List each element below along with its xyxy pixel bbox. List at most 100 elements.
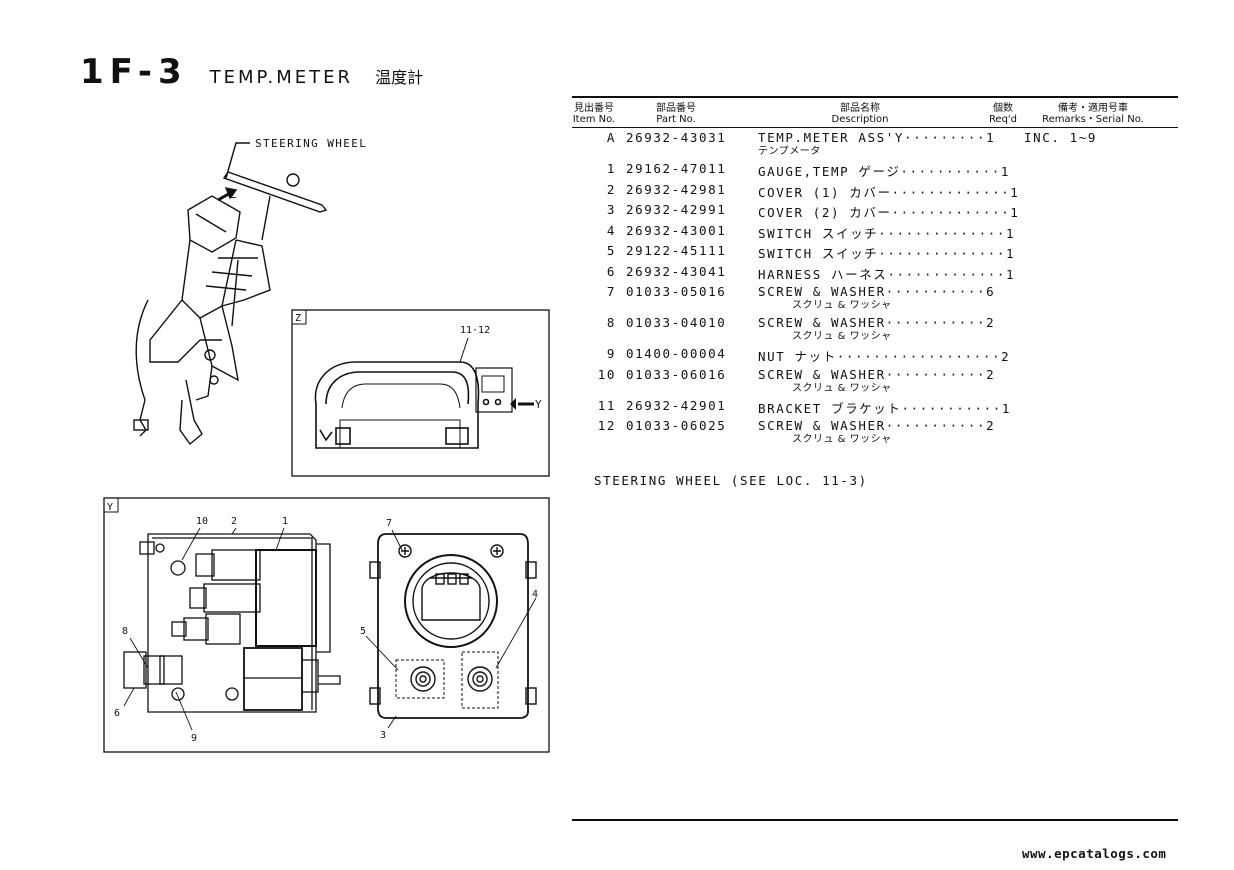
- table-row: 2 26932-42981 COVER (1) カバー·············…: [572, 182, 1178, 203]
- row-desc-en: COVER (1) カバー·············1: [758, 184, 1020, 200]
- connector-plug: [133, 419, 149, 431]
- row-part-no: 01033-04010: [626, 315, 727, 330]
- callout-8: 8: [122, 626, 128, 637]
- table-row: 3 26932-42991 COVER (2) カバー·············…: [572, 202, 1178, 223]
- bracket-drawing: [314, 337, 513, 449]
- front-view-drawing: [369, 533, 537, 719]
- row-item-no: 1: [606, 161, 616, 176]
- row-item-no: 2: [606, 181, 616, 197]
- row-desc-en: SCREW & WASHER···········2: [758, 315, 996, 330]
- row-part-no: 26932-42901: [626, 397, 727, 413]
- steering-wheel-note: STEERING WHEEL (SEE LOC. 11-3): [594, 473, 868, 488]
- table-row: 12 01033-06025 SCREW & WASHER···········…: [572, 418, 1178, 449]
- row-description: GAUGE,TEMP ゲージ···········1: [758, 161, 1010, 180]
- row-part-no: 01033-05016: [626, 284, 727, 299]
- header-qty: 個数 Req'd: [983, 103, 1023, 125]
- row-desc-en: SCREW & WASHER···········2: [758, 366, 996, 382]
- header-part: 部品番号 Part No.: [636, 103, 716, 125]
- row-item-no: 10: [597, 366, 616, 382]
- table-row: 9 01400-00004 NUT ナット··················2: [572, 346, 1178, 367]
- row-description: HARNESS ハーネス·············1: [758, 264, 1015, 283]
- steering-column: [261, 195, 271, 241]
- callout-11-12: 11·12: [460, 325, 490, 336]
- callout-leaders: [123, 527, 537, 731]
- row-desc-ja: スクリュ & ワッシャ: [792, 331, 892, 342]
- view-z-panel: [291, 309, 550, 477]
- page-code: 1F-3: [80, 52, 188, 92]
- row-description: BRACKET ブラケット···········1: [758, 398, 1011, 417]
- row-item-no: 11: [597, 397, 616, 413]
- header-desc: 部品名称 Description: [810, 103, 910, 125]
- header-remarks: 備考・適用号車 Remarks・Serial No.: [1038, 103, 1148, 125]
- row-part-no: 26932-43041: [626, 263, 727, 279]
- header-remarks-ja: 備考・適用号車: [1058, 103, 1128, 114]
- row-description: SWITCH スイッチ··············1: [758, 223, 1015, 242]
- row-description: NUT ナット··················2: [758, 346, 1010, 365]
- table-row: 1 29162-47011 GAUGE,TEMP ゲージ···········1: [572, 161, 1178, 182]
- table-row: 6 26932-43041 HARNESS ハーネス·············1: [572, 264, 1178, 285]
- row-desc-en: TEMP.METER ASS'Y·········1: [758, 130, 996, 145]
- page-name-ja: 温度計: [375, 68, 424, 87]
- header-part-en: Part No.: [656, 114, 696, 125]
- row-desc-en: COVER (2) カバー·············1: [758, 205, 1020, 220]
- row-item-no: 12: [597, 418, 616, 433]
- page-name: TEMP.METER: [209, 67, 354, 88]
- row-description: SWITCH スイッチ··············1: [758, 243, 1015, 262]
- row-desc-en: BRACKET ブラケット···········1: [758, 400, 1012, 416]
- row-desc-en: SCREW & WASHER···········6: [758, 284, 996, 299]
- row-desc-en: SWITCH スイッチ··············1: [758, 225, 1016, 241]
- parts-table: A 26932-43031 TEMP.METER ASS'Y·········1…: [572, 130, 1178, 449]
- row-desc-ja: スクリュ & ワッシャ: [792, 382, 892, 394]
- row-part-no: 26932-43031: [626, 130, 727, 145]
- lower-bracket: [149, 299, 201, 363]
- row-part-no: 26932-43001: [626, 222, 727, 238]
- callout-5: 5: [360, 626, 366, 637]
- header-item-en: Item No.: [572, 114, 616, 125]
- callout-3: 3: [380, 730, 386, 741]
- callout-9: 9: [191, 733, 197, 744]
- row-part-no: 29162-47011: [626, 161, 727, 176]
- steering-wheel-rod: [222, 171, 328, 213]
- row-item-no: 3: [606, 202, 616, 217]
- header-remarks-en: Remarks・Serial No.: [1042, 114, 1144, 125]
- row-desc-ja: テンプメータ: [758, 146, 821, 157]
- arrow-y-label: Y: [535, 398, 542, 411]
- row-item-no: 7: [606, 284, 616, 299]
- header-desc-en: Description: [831, 114, 889, 125]
- row-item-no: 6: [606, 263, 616, 279]
- header-desc-ja: 部品名称: [840, 103, 880, 114]
- row-desc-en: GAUGE,TEMP ゲージ···········1: [758, 164, 1010, 179]
- website-footer: www.epcatalogs.com: [1022, 846, 1167, 861]
- row-part-no: 26932-42991: [626, 202, 727, 217]
- table-row: 10 01033-06016 SCREW & WASHER···········…: [572, 367, 1178, 398]
- row-part-no: 01033-06016: [626, 366, 727, 382]
- arrow-z-label: Z: [230, 188, 237, 201]
- header-part-ja: 部品番号: [656, 103, 696, 114]
- lower-mount: [179, 379, 203, 446]
- column-bracket: [181, 239, 237, 319]
- harness-wire: [135, 299, 149, 401]
- row-item-no: 9: [606, 346, 616, 361]
- row-item-no: A: [606, 130, 616, 145]
- row-desc-en: SWITCH スイッチ··············1: [758, 246, 1016, 261]
- table-bottom-rule: [572, 819, 1178, 821]
- header-qty-ja: 個数: [993, 103, 1013, 114]
- header-qty-en: Req'd: [988, 114, 1018, 125]
- table-row: 7 01033-05016 SCREW & WASHER···········6…: [572, 284, 1178, 315]
- callout-7: 7: [386, 518, 392, 529]
- table-row: A 26932-43031 TEMP.METER ASS'Y·········1…: [572, 130, 1178, 161]
- row-desc-ja: スクリュ & ワッシャ: [792, 434, 892, 445]
- steering-wheel-label: STEERING WHEEL: [255, 137, 367, 150]
- table-top-rule: [572, 96, 1178, 98]
- view-y-panel: [103, 497, 550, 753]
- steering-leader-line: [225, 142, 250, 179]
- callout-2: 2: [231, 516, 237, 527]
- row-part-no: 01033-06025: [626, 418, 727, 433]
- row-desc-en: NUT ナット··················2: [758, 349, 1011, 364]
- row-description: COVER (1) カバー·············1: [758, 182, 1019, 201]
- steering-knob: [286, 173, 300, 187]
